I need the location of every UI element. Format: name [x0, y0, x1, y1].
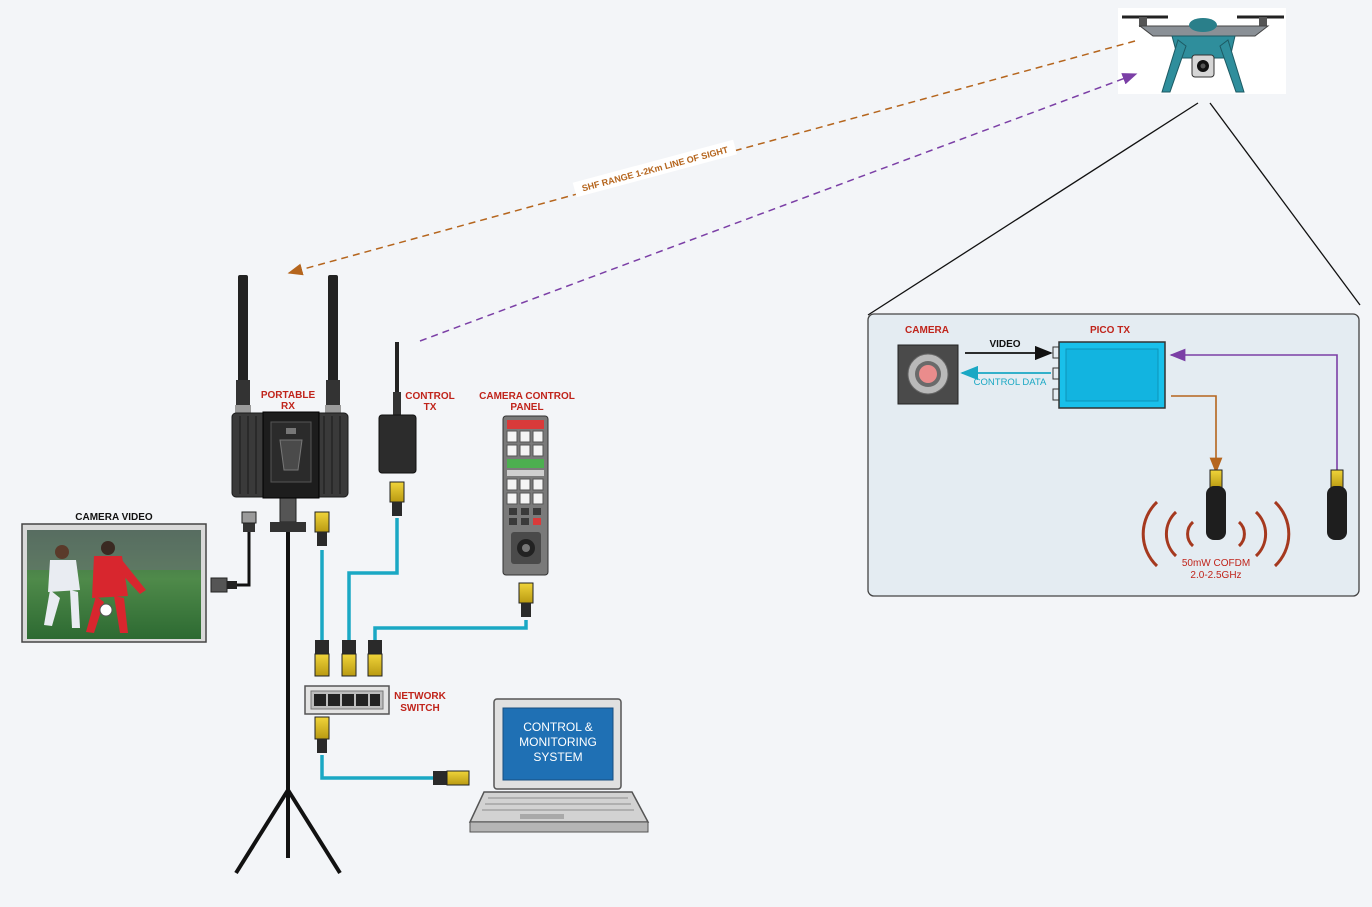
camera-control-panel [502, 415, 549, 576]
laptop-screen-line-2: MONITORING [519, 735, 597, 749]
control-data-label: CONTROL DATA [974, 377, 1047, 388]
player-left [44, 545, 80, 628]
inset-camera-label: CAMERA [905, 325, 949, 336]
drone-payload-inset [867, 313, 1360, 597]
network-switch-label-2: SWITCH [400, 703, 439, 714]
svg-text:SHF RANGE 1-2Km LINE OF SIGHT: SHF RANGE 1-2Km LINE OF SIGHT [581, 144, 730, 193]
radio-waves-icon [1141, 500, 1291, 568]
control-tx [378, 342, 417, 474]
tripod-icon [234, 495, 342, 875]
camera-video-label: CAMERA VIDEO [75, 512, 153, 523]
zoom-line-right [1209, 102, 1361, 306]
range-label: SHF RANGE 1-2Km LINE OF SIGHT [572, 139, 737, 198]
laptop-screen-line-1: CONTROL & [523, 720, 593, 734]
laptop-icon [468, 698, 650, 833]
cofdm-label-1: 50mW COFDM [1182, 558, 1250, 569]
rx-antenna-feed [1169, 348, 1338, 472]
cofdm-label-2: 2.0-2.5GHz [1190, 570, 1241, 581]
antenna-icon [1206, 469, 1347, 540]
player-right [86, 541, 146, 633]
ccp-label-1: CAMERA CONTROL [479, 391, 575, 402]
camera-icon [897, 344, 959, 405]
video-label: VIDEO [989, 339, 1020, 350]
zoom-line-left [867, 102, 1199, 316]
laptop-screen-line-3: SYSTEM [533, 750, 582, 764]
camera-video-monitor [21, 523, 207, 643]
network-switch-icon [304, 685, 390, 715]
football [99, 603, 113, 617]
control-tx-label-2: TX [424, 402, 437, 413]
tx-antenna-feed [1171, 395, 1223, 474]
portable-rx-label-2: RX [281, 401, 295, 412]
control-tx-label-1: CONTROL [405, 391, 454, 402]
pico-tx [1052, 341, 1166, 409]
ethernet-cables [320, 518, 528, 780]
control-link [419, 73, 1138, 342]
bnc-connector-icon [210, 511, 257, 593]
rj45-connector-icon [314, 481, 534, 786]
ccp-label-2: PANEL [510, 402, 543, 413]
portable-rx [231, 275, 349, 499]
portable-rx-label-1: PORTABLE [261, 390, 316, 401]
drone-icon [1118, 8, 1286, 94]
pico-tx-label: PICO TX [1090, 325, 1130, 336]
network-switch-label-1: NETWORK [394, 691, 446, 702]
